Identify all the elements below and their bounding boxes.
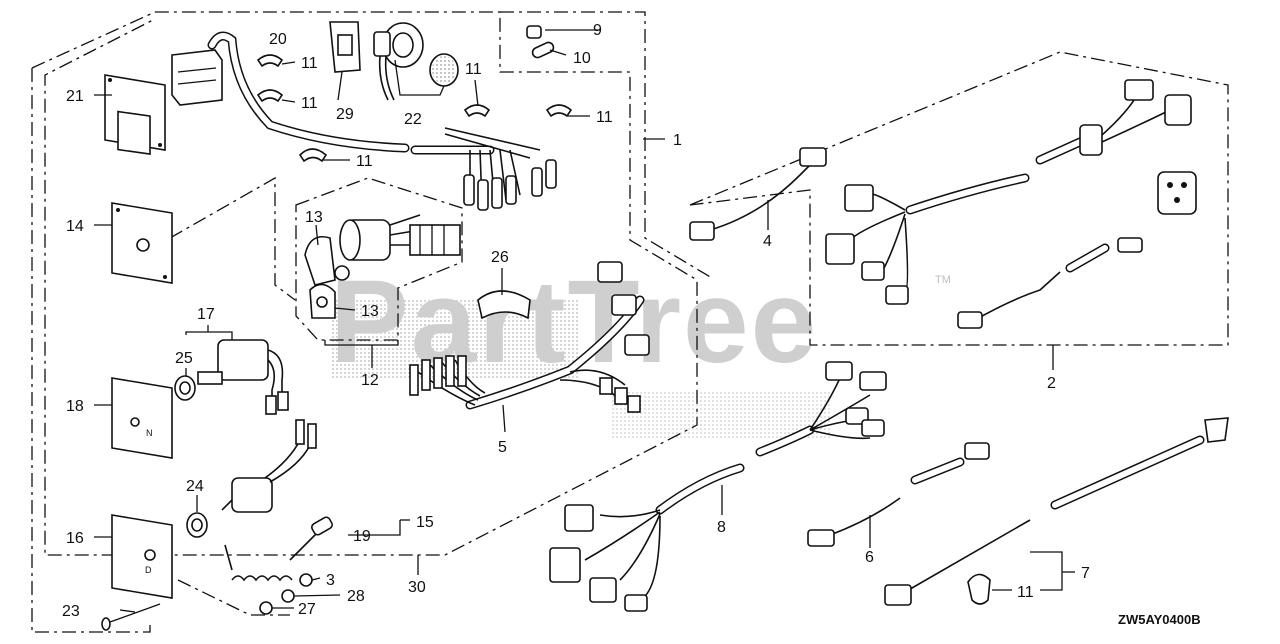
callout-4: 4 <box>763 233 772 250</box>
callout-30: 30 <box>408 579 426 596</box>
callout-14: 14 <box>66 218 84 235</box>
part-nut-24 <box>186 512 208 538</box>
part-switch-15 <box>221 419 317 513</box>
part-harness-7 <box>884 417 1229 606</box>
part-toggle-17 <box>197 339 289 415</box>
callout-12: 12 <box>361 372 379 389</box>
callout-13-a: 13 <box>305 209 323 226</box>
svg-text:D: D <box>145 565 152 575</box>
callout-25: 25 <box>175 350 193 367</box>
diagram-code: ZW5AY0400B <box>1118 612 1201 627</box>
part-nut-25 <box>174 375 196 401</box>
part-key-13-a <box>304 236 350 286</box>
callout-29: 29 <box>336 106 354 123</box>
callout-27: 27 <box>298 601 316 618</box>
part-harness-wires <box>410 127 557 211</box>
callout-11-f: 11 <box>1017 584 1034 601</box>
clip-11-c <box>463 104 491 118</box>
part-panel-16: D <box>111 514 173 599</box>
part-panel-18: N <box>111 377 173 459</box>
part-panel-21 <box>104 74 166 155</box>
part-nut-3 <box>299 573 313 587</box>
callout-15: 15 <box>416 514 434 531</box>
callout-18: 18 <box>66 398 84 415</box>
callout-16: 16 <box>66 530 84 547</box>
part-nut-27 <box>259 601 273 615</box>
clip-11-e <box>298 148 328 163</box>
callout-23: 23 <box>62 603 80 620</box>
part-harness-4 <box>689 147 827 241</box>
part-clamp-26 <box>477 290 531 320</box>
callout-11-d: 11 <box>596 109 613 126</box>
part-harness-5 <box>409 261 650 413</box>
part-harness-2 <box>825 79 1197 329</box>
part-harness-6 <box>807 442 990 547</box>
callout-7: 7 <box>1081 565 1090 582</box>
callout-20: 20 <box>269 31 287 48</box>
leader-lines <box>94 29 1075 613</box>
callout-22: 22 <box>404 111 422 128</box>
clip-11-a <box>256 54 284 68</box>
callout-19: 19 <box>353 528 371 545</box>
callout-11-c: 11 <box>465 61 482 78</box>
group-outline-2 <box>689 51 1229 346</box>
group-outline-1 <box>31 11 698 556</box>
callout-21: 21 <box>66 88 84 105</box>
part-ignition-12 <box>339 214 461 261</box>
clip-11-d <box>545 104 573 118</box>
callout-1: 1 <box>673 132 682 149</box>
part-bolt-9 <box>526 25 542 39</box>
part-panel-14 <box>111 202 173 284</box>
callout-17: 17 <box>197 306 215 323</box>
part-bracket-29 <box>329 21 361 73</box>
callout-26: 26 <box>491 249 509 266</box>
callout-11-a: 11 <box>301 55 318 72</box>
part-spring-19 <box>224 516 333 582</box>
watermark: PartTree TM <box>330 256 951 440</box>
part-tube-10 <box>531 41 555 59</box>
callout-13-b: 13 <box>361 303 379 320</box>
part-switch-20 <box>171 31 410 153</box>
watermark-tm: TM <box>935 274 951 286</box>
callout-8: 8 <box>717 519 726 536</box>
part-key-13-b <box>309 283 336 319</box>
callout-28: 28 <box>347 588 365 605</box>
part-screw-23 <box>101 603 161 631</box>
clip-11-f <box>967 573 991 605</box>
callout-6: 6 <box>865 549 874 566</box>
callout-2: 2 <box>1047 375 1056 392</box>
part-harness-8 <box>549 361 887 612</box>
callout-9: 9 <box>593 22 602 39</box>
group-outline-14 <box>169 176 296 301</box>
group-outline-30b <box>177 579 290 616</box>
callout-10: 10 <box>573 50 591 67</box>
svg-text:N: N <box>146 428 153 438</box>
part-nut-28 <box>281 589 295 603</box>
part-buzzer-22 <box>373 22 459 101</box>
callout-24: 24 <box>186 478 204 495</box>
group-outline-30 <box>31 11 713 633</box>
callout-labels: 1 2 3 4 5 6 7 8 9 10 11 11 11 11 11 11 1… <box>62 22 1090 620</box>
callout-11-b: 11 <box>301 95 318 112</box>
group-outline-12 <box>295 177 463 341</box>
callout-5: 5 <box>498 439 507 456</box>
callout-3: 3 <box>326 572 335 589</box>
callout-11-e: 11 <box>356 153 373 170</box>
clip-11-b <box>256 89 284 103</box>
